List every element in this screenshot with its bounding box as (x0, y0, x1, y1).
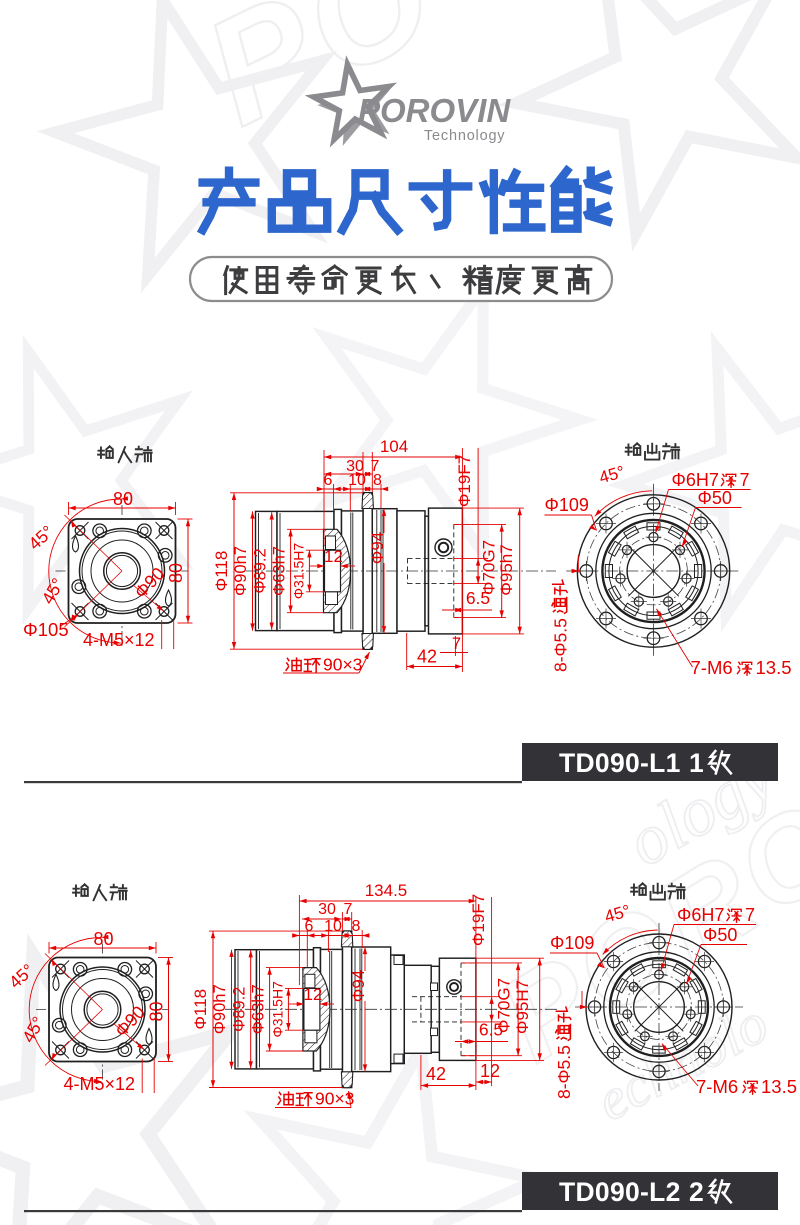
svg-text:Φ89.2: Φ89.2 (231, 987, 249, 1032)
svg-text:Φ6H7: Φ6H7 (672, 470, 719, 490)
svg-text:134.5: 134.5 (365, 881, 408, 900)
svg-text:Φ19F7: Φ19F7 (455, 455, 474, 507)
svg-text:7-M6: 7-M6 (696, 1076, 738, 1097)
svg-text:6: 6 (324, 472, 333, 489)
svg-text:6.5: 6.5 (466, 588, 490, 608)
svg-text:Φ94: Φ94 (349, 970, 368, 1002)
svg-text:80: 80 (93, 929, 113, 949)
svg-text:Φ118: Φ118 (191, 989, 210, 1030)
svg-text:POROVIN: POROVIN (358, 92, 511, 129)
svg-text:6.5: 6.5 (479, 1020, 503, 1040)
svg-text:Φ109: Φ109 (550, 933, 594, 953)
svg-text:Φ70G7: Φ70G7 (495, 978, 514, 1033)
svg-text:Φ63h7: Φ63h7 (250, 984, 268, 1034)
svg-text:30: 30 (318, 901, 336, 918)
svg-text:Φ90h7: Φ90h7 (232, 546, 250, 596)
svg-text:8: 8 (352, 918, 361, 935)
svg-text:13.5: 13.5 (761, 1076, 797, 1097)
svg-text:Technology: Technology (424, 128, 505, 144)
svg-text:8: 8 (373, 472, 382, 489)
svg-text:7: 7 (745, 905, 755, 925)
svg-text:12: 12 (480, 1061, 500, 1081)
svg-text:80: 80 (147, 1001, 167, 1021)
svg-text:1: 1 (689, 748, 704, 778)
svg-text:42: 42 (426, 1064, 446, 1084)
svg-text:7: 7 (740, 470, 750, 490)
svg-text:4-M5×12: 4-M5×12 (64, 1074, 136, 1094)
svg-text:Φ70G7: Φ70G7 (480, 540, 499, 595)
svg-text:TD090-L1: TD090-L1 (559, 748, 681, 778)
svg-text:Φ50: Φ50 (703, 925, 737, 945)
svg-text:Φ90h7: Φ90h7 (211, 984, 229, 1034)
svg-text:90×3: 90×3 (323, 655, 362, 675)
svg-text:Φ31.5H7: Φ31.5H7 (270, 981, 286, 1038)
svg-text:12: 12 (303, 985, 322, 1004)
svg-text:10: 10 (348, 472, 366, 489)
svg-text:Φ118: Φ118 (212, 551, 231, 592)
svg-text:Φ109: Φ109 (545, 495, 589, 515)
svg-text:Φ63h7: Φ63h7 (271, 546, 289, 596)
svg-text:104: 104 (380, 437, 408, 456)
svg-text:7-M6: 7-M6 (691, 657, 733, 678)
svg-text:2: 2 (689, 1177, 704, 1207)
svg-text:Φ50: Φ50 (698, 488, 732, 508)
svg-text:Φ105: Φ105 (23, 619, 69, 640)
svg-text:30: 30 (346, 458, 364, 475)
svg-text:42: 42 (417, 647, 437, 667)
svg-text:Φ31.5H7: Φ31.5H7 (291, 543, 307, 600)
svg-text:12: 12 (324, 547, 343, 566)
svg-text:8-Φ5.5: 8-Φ5.5 (554, 1045, 574, 1099)
svg-text:4-M5×12: 4-M5×12 (83, 630, 155, 650)
svg-text:Φ94: Φ94 (368, 532, 387, 564)
svg-text:8-Φ5.5: 8-Φ5.5 (550, 618, 570, 672)
svg-text:7: 7 (371, 458, 380, 475)
svg-text:TD090-L2: TD090-L2 (559, 1177, 681, 1207)
svg-text:Φ95H7: Φ95H7 (513, 980, 532, 1034)
svg-text:80: 80 (166, 563, 186, 583)
svg-text:7: 7 (452, 635, 461, 653)
svg-text:Φ19F7: Φ19F7 (469, 894, 488, 946)
svg-text:6: 6 (305, 918, 314, 935)
svg-text:90×3: 90×3 (315, 1089, 354, 1109)
svg-text:Φ95h7: Φ95h7 (497, 544, 516, 595)
svg-text:10: 10 (324, 918, 342, 935)
svg-text:Φ6H7: Φ6H7 (677, 905, 724, 925)
svg-text:7: 7 (344, 901, 353, 918)
svg-text:13.5: 13.5 (756, 657, 792, 678)
svg-text:Φ89.2: Φ89.2 (252, 548, 270, 593)
